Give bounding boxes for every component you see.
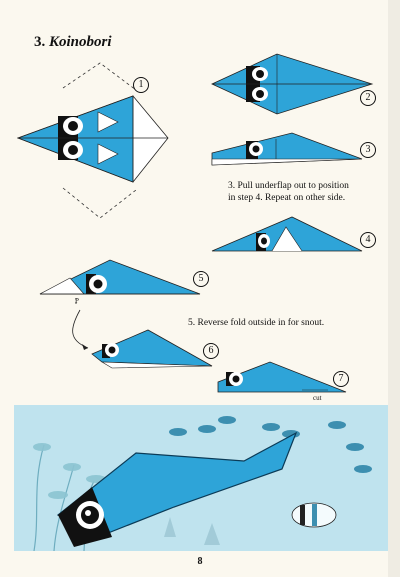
- step-3-label: 3: [360, 142, 376, 158]
- step-7-diagram: [217, 361, 347, 393]
- step-5-label: 5: [193, 271, 209, 287]
- page-number: 8: [197, 556, 203, 567]
- step-6-diagram: [91, 329, 213, 369]
- page-title: 3. Koinobori: [34, 34, 112, 51]
- step-4-label: 4: [360, 232, 376, 248]
- title-number: 3.: [34, 34, 46, 50]
- step-7-label: 7: [333, 371, 349, 387]
- step-1-diagram: [16, 62, 169, 219]
- step-1-label: 1: [133, 77, 149, 93]
- underwater-scene: [14, 405, 388, 551]
- step-3-diagram: [211, 132, 363, 166]
- koinobori-illustration: [14, 405, 388, 551]
- page-edge: [388, 0, 400, 577]
- step-5-p-marker: P: [75, 297, 79, 305]
- step-3-instruction-line-2: in step 4. Repeat on other side.: [228, 193, 346, 203]
- title-name: Koinobori: [49, 34, 112, 50]
- step-6-label: 6: [203, 343, 219, 359]
- step-2-label: 2: [360, 90, 376, 106]
- cut-label: cut: [313, 394, 322, 402]
- step-3-instruction-line-1: 3. Pull underflap out to position: [228, 181, 349, 191]
- step-2-diagram: [211, 53, 374, 115]
- step-5-instruction: 5. Reverse fold outside in for snout.: [188, 318, 325, 328]
- step-4-diagram: [211, 216, 363, 252]
- step-5-diagram: [39, 259, 201, 350]
- step-3-instruction: 3. Pull underflap out to position in ste…: [228, 180, 378, 204]
